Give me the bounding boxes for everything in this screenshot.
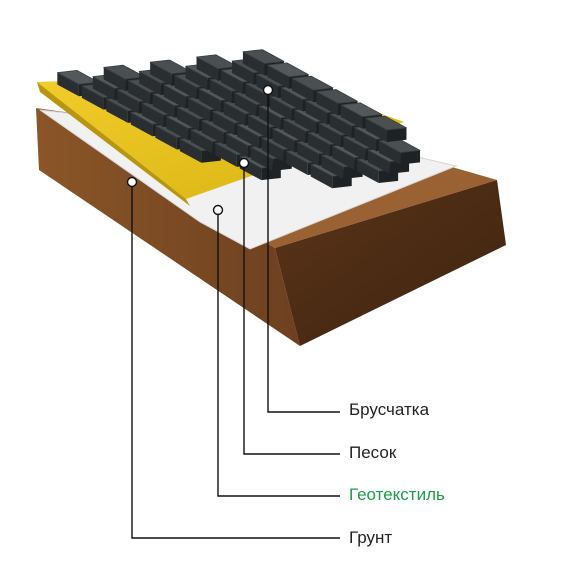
paving-stones bbox=[56, 49, 421, 189]
markers bbox=[126, 84, 274, 216]
marker-soil bbox=[126, 176, 138, 188]
soil-front-face bbox=[36, 108, 300, 346]
paving-stone bbox=[378, 138, 421, 165]
sand-front-edge bbox=[37, 82, 190, 206]
leader-line-geotextile bbox=[217, 210, 340, 497]
leader-line-sand bbox=[243, 163, 340, 455]
leader-line-paving bbox=[267, 90, 340, 413]
label-paving: Брусчатка bbox=[349, 400, 430, 419]
label-geotextile: Геотекстиль bbox=[349, 485, 445, 504]
marker-paving bbox=[262, 84, 274, 96]
paving-stone bbox=[365, 115, 407, 142]
label-sand: Песок bbox=[349, 443, 397, 462]
leader-lines bbox=[131, 90, 340, 539]
marker-sand bbox=[238, 157, 250, 169]
soil-side-face bbox=[275, 180, 506, 346]
leader-line-soil bbox=[131, 182, 340, 539]
label-soil: Грунт bbox=[349, 528, 393, 547]
marker-geotextile bbox=[212, 204, 224, 216]
